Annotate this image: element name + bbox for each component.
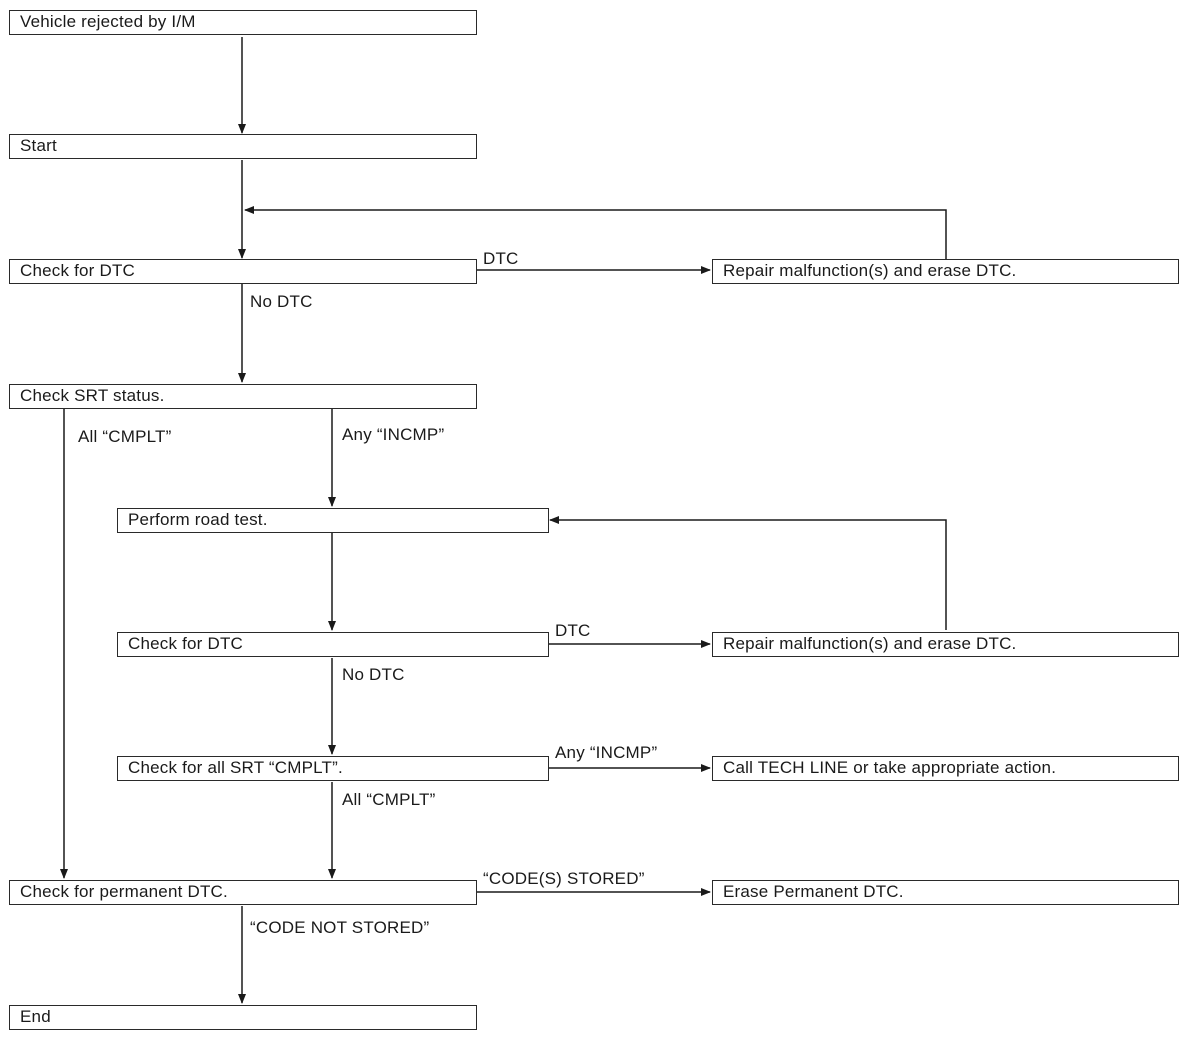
box-check-dtc-2: Check for DTC <box>117 632 549 657</box>
label-any-incmp-1: Any “INCMP” <box>342 425 445 444</box>
label-code-not-stored: “CODE NOT STORED” <box>250 918 430 937</box>
box-check-srt: Check SRT status. <box>9 384 477 409</box>
box-call-tech-line: Call TECH LINE or take appropriate actio… <box>712 756 1179 781</box>
arrow-repair-1-loop-back <box>244 206 947 260</box>
label-dtc-2: DTC <box>555 621 591 640</box>
box-check-permanent: Check for permanent DTC. <box>9 880 477 905</box>
label-all-cmplt-1: All “CMPLT” <box>78 427 172 446</box>
box-repair-2: Repair malfunction(s) and erase DTC. <box>712 632 1179 657</box>
box-repair-1: Repair malfunction(s) and erase DTC. <box>712 259 1179 284</box>
label-dtc-1: DTC <box>483 249 519 268</box>
arrow-repair-2-loop-back <box>549 516 947 630</box>
box-vehicle-rejected: Vehicle rejected by I/M <box>9 10 477 35</box>
label-all-cmplt-2: All “CMPLT” <box>342 790 436 809</box>
box-start: Start <box>9 134 477 159</box>
box-check-all-srt: Check for all SRT “CMPLT”. <box>117 756 549 781</box>
label-any-incmp-2: Any “INCMP” <box>555 743 658 762</box>
label-no-dtc-1: No DTC <box>250 292 313 311</box>
box-road-test: Perform road test. <box>117 508 549 533</box>
box-end: End <box>9 1005 477 1030</box>
label-no-dtc-2: No DTC <box>342 665 405 684</box>
label-codes-stored: “CODE(S) STORED” <box>483 869 645 888</box>
box-check-dtc-1: Check for DTC <box>9 259 477 284</box>
box-erase-permanent: Erase Permanent DTC. <box>712 880 1179 905</box>
